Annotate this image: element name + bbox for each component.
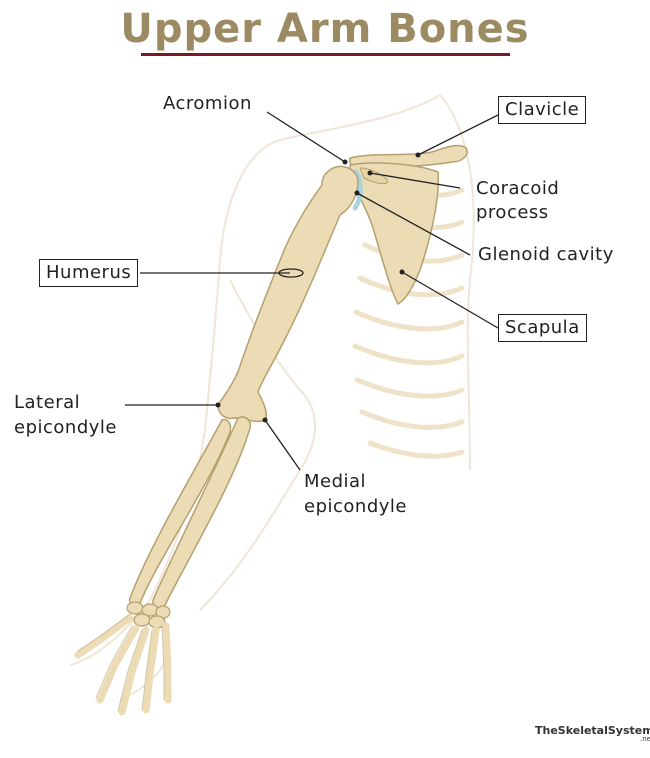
- finger-bones: [74, 614, 172, 716]
- label-lateral-line1: Lateral: [14, 392, 81, 413]
- ulna-bone: [152, 416, 252, 609]
- label-coracoid-line1: Coracoid: [476, 178, 560, 199]
- diagram-title: Upper Arm Bones: [120, 6, 530, 52]
- leader-lines: [125, 111, 499, 471]
- brand-watermark: TheSkeletalSystem .net: [535, 724, 650, 743]
- label-coracoid-line2: process: [476, 202, 549, 223]
- label-medial-line2: epicondyle: [304, 496, 407, 517]
- carpal-bones: [126, 601, 171, 629]
- label-acromion: Acromion: [163, 93, 252, 114]
- label-glenoid-cavity: Glenoid cavity: [478, 244, 614, 265]
- brand-name: TheSkeletalSystem: [535, 724, 650, 737]
- leader-dots: [215, 152, 421, 423]
- humerus-marker: [278, 268, 304, 278]
- label-clavicle: Clavicle: [498, 96, 587, 124]
- glenoid-cavity-mark: [352, 169, 363, 211]
- title-underline: [141, 53, 510, 56]
- scapula-bone: [349, 162, 440, 306]
- brand-suffix: .net: [639, 735, 650, 743]
- coracoid-process-bone: [359, 167, 389, 185]
- humerus-bone: [217, 165, 359, 423]
- label-humerus: Humerus: [39, 259, 139, 287]
- label-scapula: Scapula: [498, 314, 587, 342]
- label-medial-line1: Medial: [304, 471, 367, 492]
- label-lateral-line2: epicondyle: [14, 417, 117, 438]
- finger-outlines: [77, 613, 165, 712]
